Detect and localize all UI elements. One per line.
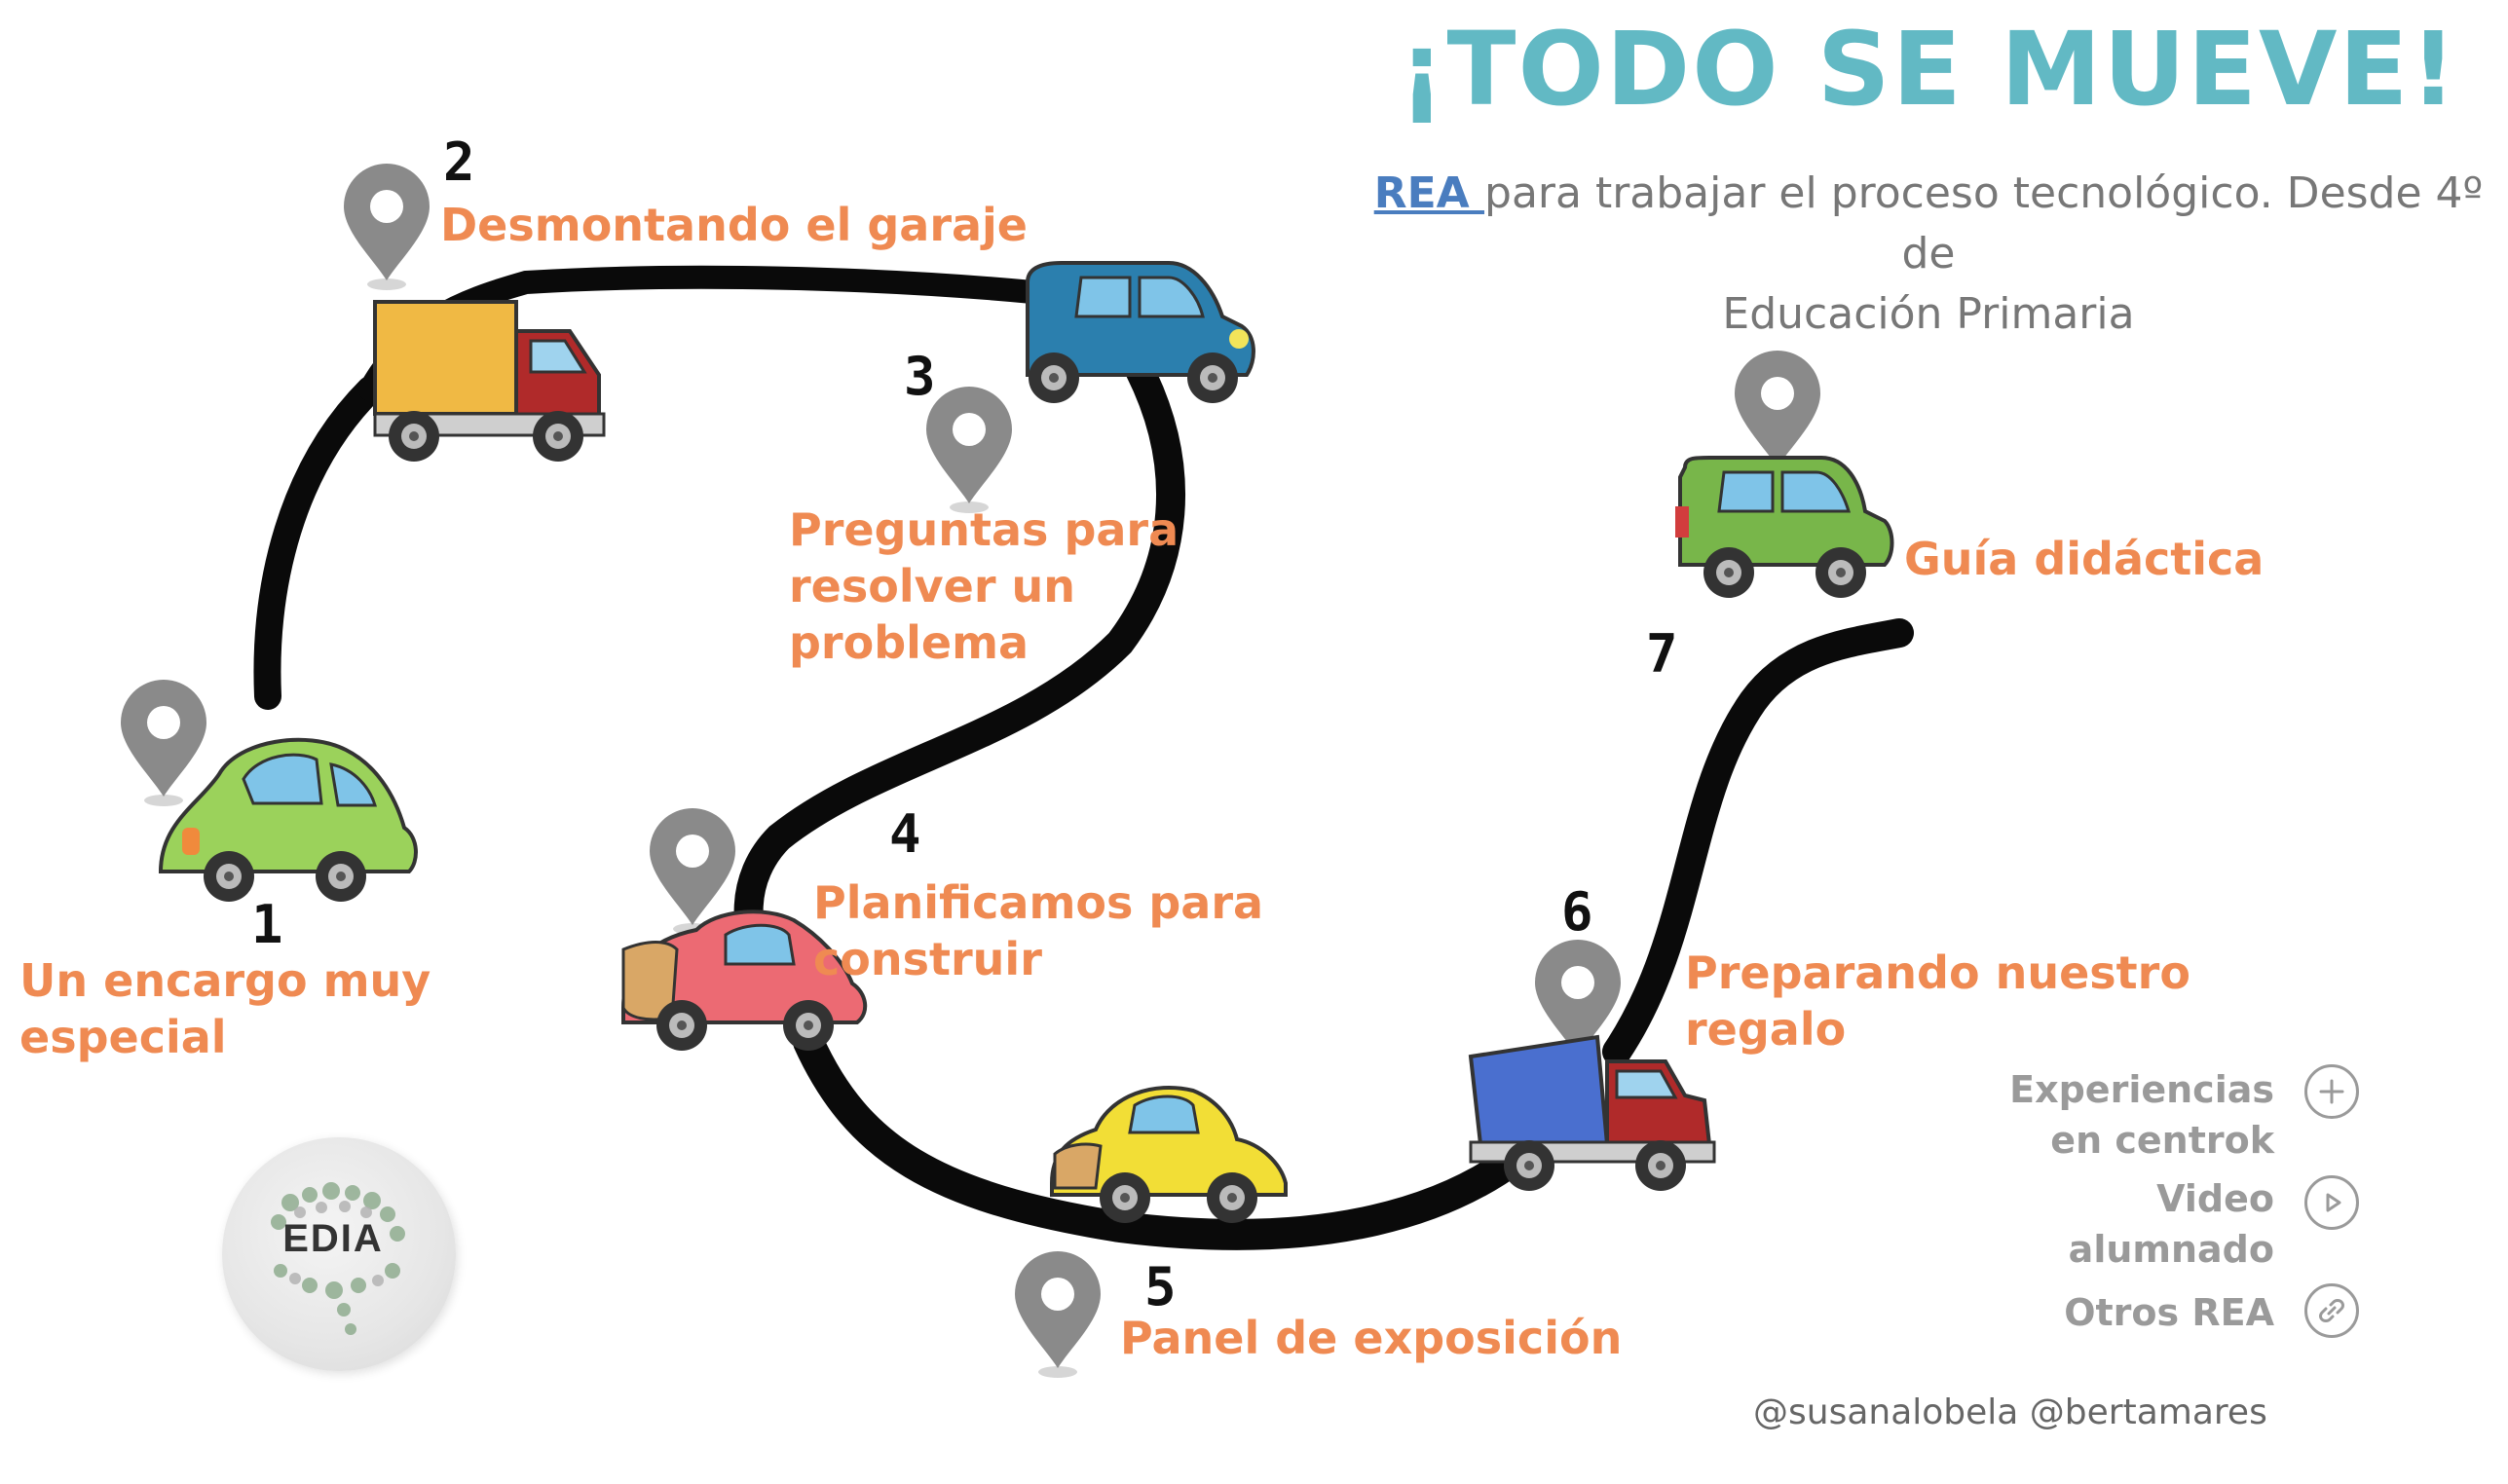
location-pin-icon bbox=[344, 164, 430, 290]
step-number-4: 4 bbox=[889, 803, 921, 865]
step-label-6[interactable]: Preparando nuestro regalo bbox=[1685, 946, 2190, 1056]
plus-icon bbox=[2319, 1079, 2344, 1104]
subtitle-line1: para trabajar el proceso tecnológico. De… bbox=[1484, 168, 2484, 278]
dump-truck-icon bbox=[1468, 1034, 1716, 1191]
pink-car-icon bbox=[621, 909, 868, 1051]
delivery-truck-icon bbox=[373, 300, 606, 462]
subtitle-line2: Educación Primaria bbox=[1722, 289, 2135, 339]
brain-dots-icon bbox=[271, 1182, 405, 1335]
step-label-3[interactable]: Preguntas para resolver un problema bbox=[789, 503, 1179, 669]
play-button[interactable] bbox=[2304, 1175, 2359, 1230]
green-car-icon bbox=[158, 737, 418, 902]
yellow-car-icon bbox=[1050, 1086, 1288, 1223]
side-link-experiencias[interactable]: Experiencias en centrok bbox=[2009, 1068, 2274, 1162]
step-label-4[interactable]: Planificamos para construir bbox=[813, 876, 1264, 985]
step-label-2[interactable]: Desmontando el garaje bbox=[440, 199, 1029, 251]
step-number-1: 1 bbox=[251, 894, 283, 955]
page-title: ¡TODO SE MUEVE! bbox=[1399, 10, 2458, 129]
play-icon bbox=[2326, 1193, 2341, 1212]
link-icon bbox=[2319, 1299, 2344, 1322]
rea-link[interactable]: REA bbox=[1373, 168, 1485, 218]
location-pin-icon bbox=[926, 387, 1012, 513]
subtitle: REA para trabajar el proceso tecnológico… bbox=[1354, 164, 2503, 345]
step-number-6: 6 bbox=[1561, 881, 1593, 943]
step-label-7[interactable]: Guía didáctica bbox=[1904, 533, 2265, 585]
link-button[interactable] bbox=[2304, 1283, 2359, 1338]
green-van-icon bbox=[1675, 456, 1894, 598]
step-number-7: 7 bbox=[1646, 623, 1678, 685]
step-number-2: 2 bbox=[443, 131, 475, 193]
step-number-3: 3 bbox=[904, 346, 936, 407]
edia-logo-text: EDIA bbox=[282, 1217, 384, 1260]
step-number-5: 5 bbox=[1144, 1256, 1177, 1317]
blue-van-icon bbox=[1026, 261, 1255, 403]
location-pin-icon bbox=[121, 680, 206, 806]
side-link-video[interactable]: Video alumnado bbox=[2068, 1177, 2274, 1271]
edia-logo bbox=[222, 1137, 456, 1371]
plus-button[interactable] bbox=[2304, 1064, 2359, 1119]
location-pin-icon bbox=[1015, 1251, 1101, 1378]
side-link-otros-rea[interactable]: Otros REA bbox=[2064, 1291, 2274, 1334]
step-label-5[interactable]: Panel de exposición bbox=[1120, 1312, 1623, 1364]
step-label-1[interactable]: Un encargo muy especial bbox=[19, 954, 431, 1063]
credits: @susanalobela @bertamares bbox=[1753, 1392, 2267, 1432]
